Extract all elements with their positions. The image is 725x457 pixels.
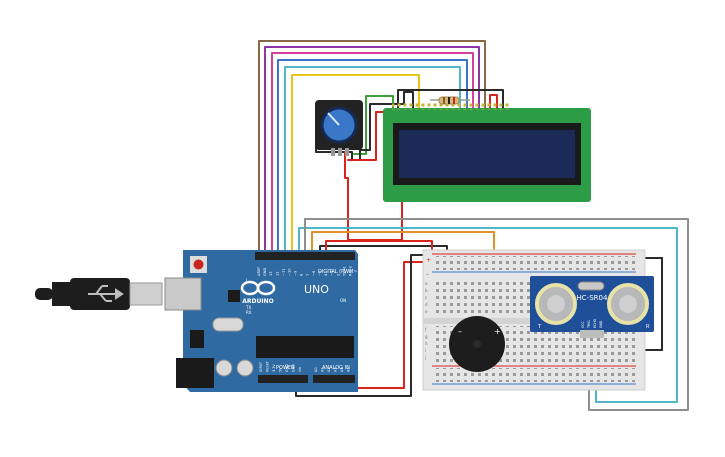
- label-rx: RX: [246, 310, 252, 315]
- power-jack: [176, 358, 214, 388]
- digital-pin-label-15: RX←0: [349, 265, 353, 276]
- analog-pin-label-3: A3: [334, 368, 338, 372]
- sensor-label: HC-SR04: [577, 294, 608, 302]
- top-rail: [432, 256, 636, 270]
- digital-pin-label-3: 12: [275, 271, 279, 276]
- row-label-i: i: [425, 348, 426, 353]
- power-pin-label-4: GND: [285, 364, 289, 372]
- digital-pin-label-6: ~9: [294, 270, 298, 276]
- power-header: [258, 375, 308, 383]
- analog-pin-label-5: A5: [347, 368, 351, 372]
- digital-pin-label-1: GND: [263, 268, 267, 276]
- wire-yellow: [291, 74, 420, 256]
- row-label-a: a: [425, 281, 428, 286]
- power-pin-label-6: Vin: [298, 367, 302, 372]
- sensor-pin-label-3: GND: [599, 320, 603, 328]
- rail-plus-label: +: [426, 257, 431, 264]
- wire-blue: [277, 59, 468, 256]
- resistor[interactable]: [430, 96, 470, 105]
- arduino-uno[interactable]: ARDUINO UNO DIGITAL (PWM~) POWER ANALOG …: [164, 250, 360, 392]
- digital-pin-label-13: 2: [336, 274, 340, 276]
- digital-pin-label-7: 8: [300, 273, 304, 276]
- wire-teal-sensor: [298, 227, 678, 403]
- buzzer-minus: –: [458, 327, 462, 336]
- usb-b-port: [164, 277, 202, 311]
- power-header-label: POWER: [276, 365, 295, 371]
- sensor-pin-label-1: TRIG: [587, 320, 591, 329]
- wire-green-pot: [353, 95, 394, 155]
- usb-cable: [35, 278, 163, 310]
- arduino-model: UNO: [304, 283, 329, 296]
- digital-pin-label-8: 7: [306, 274, 310, 276]
- power-pin-label-2: 3.3V: [272, 364, 276, 372]
- digital-header: [255, 252, 355, 260]
- sensor-pin-label-0: VCC: [581, 321, 585, 328]
- atmega-chip: [256, 336, 354, 358]
- lcd-module[interactable]: [383, 96, 591, 202]
- digital-pin-label-2: 13: [269, 271, 273, 276]
- label-tx: TX: [245, 305, 251, 310]
- row-label-h: h: [425, 341, 428, 346]
- digital-header-label: DIGITAL (PWM~): [318, 269, 360, 275]
- lcd-screen: [399, 130, 575, 178]
- wire-black-lcd: [397, 89, 504, 109]
- pot-indicator: [327, 112, 340, 126]
- power-pin-label-3: 5V: [279, 367, 283, 372]
- power-pin-label-1: RESET: [266, 360, 270, 372]
- wire-brown: [258, 40, 486, 256]
- wire-teal-lcd: [284, 66, 461, 256]
- row-label-g: g: [425, 334, 428, 339]
- wire-red-lcd: [489, 94, 498, 109]
- analog-pin-label-4: A4: [340, 368, 344, 372]
- digital-pin-label-4: ~11: [281, 268, 285, 276]
- sensor-pin-label-2: ECHO: [593, 318, 597, 328]
- analog-pin-label-0: A0: [314, 368, 318, 372]
- row-label-f: f: [425, 327, 427, 332]
- analog-header: [313, 375, 355, 383]
- digital-pin-label-5: ~10: [288, 268, 292, 276]
- digital-pin-label-14: TX→1: [342, 266, 346, 277]
- wire-purple: [264, 46, 480, 256]
- sensor-r: R: [646, 324, 650, 330]
- digital-pin-label-10: ~5: [318, 271, 322, 276]
- digital-pin-label-11: 4: [324, 273, 328, 276]
- wires: [258, 40, 689, 411]
- wire-pink: [271, 52, 474, 256]
- potentiometer[interactable]: [315, 100, 363, 156]
- power-pin-label-5: GND: [292, 364, 296, 372]
- row-label-j: j: [424, 355, 426, 360]
- sensor-t: T: [537, 324, 542, 330]
- row-label-d: d: [425, 302, 428, 307]
- infinity-logo: [240, 280, 276, 296]
- power-pin-label-0: IOREF: [259, 362, 263, 372]
- rail-minus-label: –: [426, 271, 429, 278]
- digital-pin-label-0: AREF: [257, 267, 261, 276]
- buzzer-plus: +: [494, 327, 501, 336]
- digital-pin-label-12: ~3: [330, 271, 334, 276]
- piezo-buzzer[interactable]: + –: [449, 316, 505, 372]
- label-on: ON: [340, 298, 346, 303]
- row-label-e: e: [425, 309, 428, 314]
- analog-pin-label-2: A2: [327, 368, 331, 372]
- analog-header-label: ANALOG IN: [322, 365, 350, 371]
- row-label-b: b: [425, 288, 428, 293]
- row-label-c: c: [425, 295, 427, 300]
- lcd-pin-header: [392, 102, 510, 110]
- usb-icon: [88, 285, 124, 302]
- wire-gray-sensor: [304, 218, 689, 411]
- arduino-brand: ARDUINO: [242, 298, 273, 305]
- analog-pin-label-1: A1: [321, 368, 325, 372]
- label-l: L: [246, 278, 249, 283]
- bottom-rail: [432, 368, 636, 382]
- digital-pin-label-9: ~6: [312, 270, 316, 276]
